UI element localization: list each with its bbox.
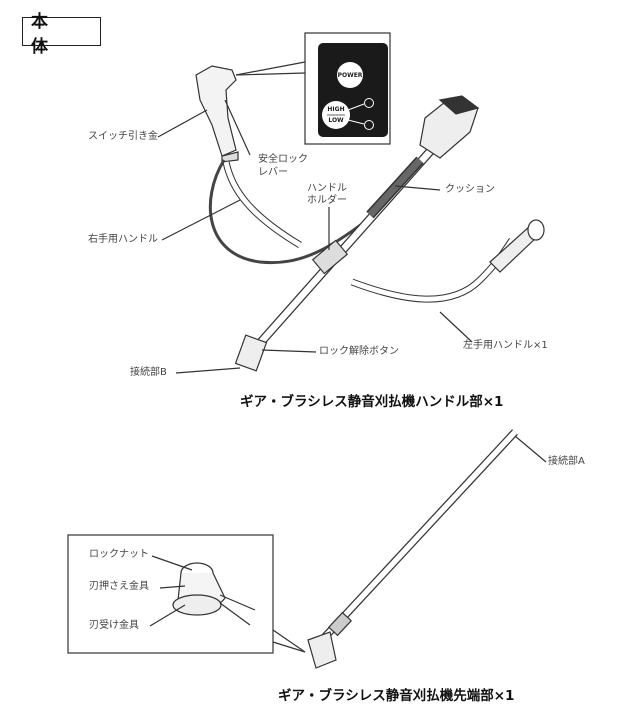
label-lock-nut: ロックナット [89, 549, 149, 560]
label-safety-lock-1: 安全ロック [258, 154, 308, 165]
low-label: LOW [328, 117, 344, 124]
label-safety-lock-2: レバー [258, 167, 288, 178]
label-left-handle: 左手用ハンドル×1 [463, 340, 548, 351]
power-button [337, 62, 363, 88]
label-blade-holder: 刃押さえ金具 [89, 581, 149, 592]
label-right-handle: 右手用ハンドル [88, 234, 158, 245]
blade-callout-box [67, 534, 274, 654]
high-indicator-lamp [364, 98, 374, 108]
label-blade-receiver: 刃受け金具 [89, 620, 139, 631]
label-handle-holder-2: ホルダー [307, 195, 347, 206]
label-cushion: クッション [445, 184, 495, 195]
handle-unit-caption: ギア・ブラシレス静音刈払機ハンドル部×1 [240, 394, 504, 410]
power-label: POWER [337, 72, 363, 79]
label-lock-release-button: ロック解除ボタン [319, 346, 399, 357]
label-handle-holder-1: ハンドル [307, 183, 347, 194]
panel-callout-box [304, 32, 391, 145]
right-grip [195, 65, 237, 157]
label-switch-trigger: スイッチ引き金 [88, 131, 158, 142]
high-label: HIGH [327, 106, 345, 113]
tip-unit-caption: ギア・ブラシレス静音刈払機先端部×1 [278, 688, 515, 704]
low-indicator-lamp [364, 120, 374, 130]
label-joint-b: 接続部B [130, 367, 167, 378]
label-joint-a: 接続部A [548, 456, 585, 467]
